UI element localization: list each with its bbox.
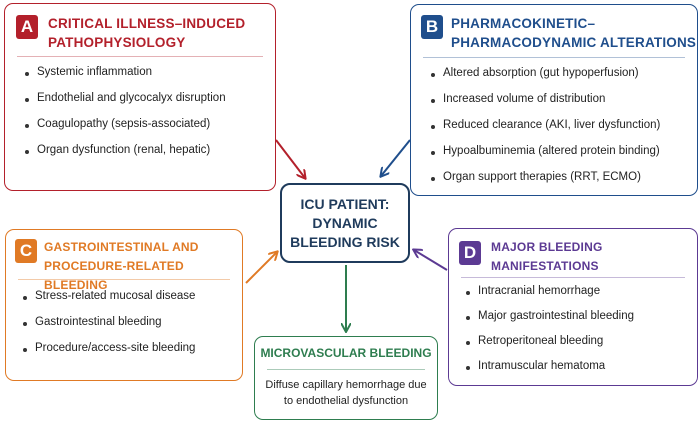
- panel-a-list: Systemic inflammation Endothelial and gl…: [25, 66, 226, 170]
- panel-a-title: CRITICAL ILLNESS–INDUCED PATHOPHYSIOLOGY: [48, 14, 245, 52]
- list-item: Organ support therapies (RRT, ECMO): [431, 171, 660, 197]
- list-item: Systemic inflammation: [25, 66, 226, 92]
- panel-d-title-line2: MANIFESTATIONS: [491, 259, 599, 273]
- panel-d-letter-badge: D: [459, 241, 481, 265]
- arrow-a-to-center: [275, 139, 305, 178]
- list-item: Gastrointestinal bleeding: [23, 316, 195, 342]
- list-item: Intramuscular hematoma: [466, 360, 634, 385]
- microvascular-description: Diffuse capillary hemorrhage due to endo…: [265, 377, 427, 409]
- list-item: Endothelial and glycocalyx disruption: [25, 92, 226, 118]
- panel-b-title: PHARMACOKINETIC– PHARMACODYNAMIC ALTERAT…: [451, 14, 696, 52]
- center-icu-patient-box: ICU PATIENT: DYNAMIC BLEEDING RISK: [280, 183, 410, 263]
- panel-a-title-line1: CRITICAL ILLNESS–INDUCED: [48, 16, 246, 31]
- microvascular-bleeding-box: MICROVASCULAR BLEEDING Diffuse capillary…: [254, 336, 438, 420]
- center-title-line1: ICU PATIENT:: [300, 195, 390, 212]
- microvascular-desc-line2: to endothelial dysfunction: [283, 395, 409, 407]
- center-title-line2: DYNAMIC: [312, 214, 378, 231]
- arrow-b-to-center: [381, 139, 411, 176]
- list-item: Organ dysfunction (renal, hepatic): [25, 144, 226, 170]
- panel-d-title: MAJOR BLEEDING MANIFESTATIONS: [491, 238, 602, 276]
- list-item: Hypoalbuminemia (altered protein binding…: [431, 145, 660, 171]
- panel-c-title-line2: PROCEDURE-RELATED BLEEDING: [44, 259, 184, 292]
- list-item: Retroperitoneal bleeding: [466, 335, 634, 360]
- panel-c-divider: [18, 279, 230, 280]
- list-item: Major gastrointestinal bleeding: [466, 310, 634, 335]
- microvascular-desc-line1: Diffuse capillary hemorrhage due: [265, 379, 427, 391]
- panel-c-list: Stress-related mucosal disease Gastroint…: [23, 290, 195, 368]
- microvascular-divider: [267, 369, 425, 370]
- panel-b-letter-badge: B: [421, 15, 443, 39]
- panel-b-title-line2: PHARMACODYNAMIC ALTERATIONS: [451, 35, 697, 50]
- panel-d-title-line1: MAJOR BLEEDING: [491, 240, 603, 254]
- panel-b-divider: [423, 57, 685, 58]
- arrow-d-to-center: [414, 250, 448, 271]
- panel-b-list: Altered absorption (gut hypoperfusion) I…: [431, 67, 660, 197]
- panel-c-title: GASTROINTESTINAL AND PROCEDURE-RELATED B…: [44, 238, 242, 295]
- panel-a-letter-badge: A: [16, 15, 38, 39]
- list-item: Increased volume of distribution: [431, 93, 660, 119]
- panel-c-letter-badge: C: [15, 239, 37, 263]
- panel-b-title-line1: PHARMACOKINETIC–: [451, 16, 596, 31]
- panel-c-title-line1: GASTROINTESTINAL AND: [44, 240, 199, 254]
- arrow-c-to-center: [245, 252, 277, 284]
- panel-d-list: Intracranial hemorrhage Major gastrointe…: [466, 285, 634, 385]
- center-title-line3: BLEEDING RISK: [290, 233, 400, 250]
- list-item: Altered absorption (gut hypoperfusion): [431, 67, 660, 93]
- list-item: Intracranial hemorrhage: [466, 285, 634, 310]
- panel-a-divider: [17, 56, 263, 57]
- panel-d-major-bleeding: D MAJOR BLEEDING MANIFESTATIONS Intracra…: [448, 228, 698, 386]
- panel-c-gi-procedure-bleeding: C GASTROINTESTINAL AND PROCEDURE-RELATED…: [5, 229, 243, 381]
- panel-a-pathophysiology: A CRITICAL ILLNESS–INDUCED PATHOPHYSIOLO…: [4, 3, 276, 191]
- microvascular-title: MICROVASCULAR BLEEDING: [260, 346, 432, 360]
- list-item: Coagulopathy (sepsis-associated): [25, 118, 226, 144]
- panel-d-divider: [461, 277, 685, 278]
- panel-b-pk-pd-alterations: B PHARMACOKINETIC– PHARMACODYNAMIC ALTER…: [410, 4, 698, 196]
- list-item: Reduced clearance (AKI, liver dysfunctio…: [431, 119, 660, 145]
- list-item: Procedure/access-site bleeding: [23, 342, 195, 368]
- panel-a-title-line2: PATHOPHYSIOLOGY: [48, 35, 186, 50]
- list-item: Stress-related mucosal disease: [23, 290, 195, 316]
